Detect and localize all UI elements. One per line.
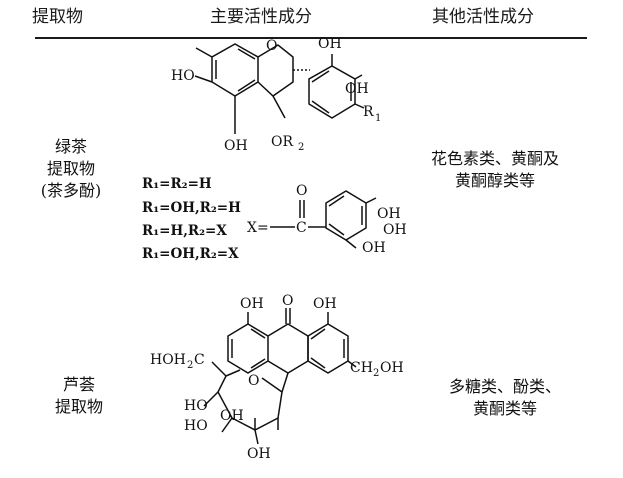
ch2oh-label: CH: [350, 360, 373, 376]
r1-label: R: [363, 104, 374, 120]
name-line: 提取物: [46, 159, 95, 178]
catechin-a-ring-double: [237, 48, 256, 60]
galloyl-oh1-bond: [365, 197, 377, 204]
or2-subscript: 2: [298, 142, 304, 153]
aloin-central-ring: [267, 323, 309, 374]
r1-subscript: 1: [375, 113, 381, 124]
aloin-left-ring: [227, 323, 269, 374]
aloin-right-ring: [307, 323, 349, 374]
oh-bottom-label: OH: [224, 138, 248, 154]
ho-a-bond: [203, 391, 219, 407]
galloyl-o-label: O: [296, 183, 307, 199]
row-aloe-name: 芦荟 提取物: [38, 374, 120, 418]
substituent-line: R₁=H,R₂=X: [142, 223, 227, 239]
substituent-line: R₁=R₂=H: [142, 176, 212, 192]
oh-bottom-bond: [254, 429, 259, 445]
oh-top-label: OH: [318, 36, 342, 52]
header-rule: [35, 37, 587, 39]
galloyl-x-label: X=: [247, 220, 269, 236]
name-line: 绿茶: [54, 137, 87, 156]
ch2oh-subscript: 2: [373, 368, 379, 379]
ho-a-label: HO: [184, 398, 208, 414]
name-line: 提取物: [54, 397, 103, 416]
oh-bottom-label: OH: [247, 446, 271, 462]
galloyl-ring-double: [328, 195, 345, 207]
substituent-line: R₁=OH,R₂=H: [142, 200, 241, 216]
oh-left-label: OH: [240, 296, 264, 312]
name-line: 芦荟: [62, 375, 95, 394]
row-green-tea-other: 花色素类、黄酮及 黄酮醇类等: [420, 148, 570, 192]
row-aloe-other: 多糖类、酚类、 黄酮类等: [430, 376, 580, 420]
galloyl-oh1-label: OH: [377, 206, 401, 222]
row-green-tea-name: 绿茶 提取物 (茶多酚): [30, 136, 112, 202]
or2-bond: [272, 95, 286, 119]
ch2oh-tail-label: OH: [380, 360, 404, 376]
hoh2c-bond: [211, 361, 227, 377]
galloyl-oh3-label: OH: [362, 240, 386, 256]
oh-mid-bond: [354, 74, 363, 80]
ho-left-label: HO: [171, 68, 195, 84]
column-header-other-ingredients: 其他活性成分: [432, 7, 534, 27]
ho-b-bond: [221, 417, 233, 433]
c10-sugar-bond: [281, 372, 289, 393]
oh-mid-label: OH: [345, 81, 369, 97]
ho-left-bond: [194, 75, 213, 83]
other-line: 黄酮类等: [472, 399, 537, 418]
r1-bond: [354, 103, 365, 109]
other-line: 多糖类、酚类、: [448, 377, 561, 396]
glucose-ring-o-label: O: [248, 373, 259, 389]
hoh2c-subscript: 2: [187, 360, 193, 371]
galloyl-ring: [325, 190, 367, 241]
hoh2c-label: HOH: [150, 352, 186, 368]
catechin-a-ring-double: [237, 79, 256, 92]
ho-b-label: HO: [184, 418, 208, 434]
galloyl-oh2-label: OH: [383, 222, 407, 238]
aloin-left-ring-double: [250, 328, 266, 339]
ho-bond: [195, 47, 213, 58]
other-line: 花色素类、黄酮及: [430, 149, 559, 168]
other-line: 黄酮醇类等: [454, 171, 535, 190]
ch2oh-bond: [347, 360, 357, 368]
hoh2c-c-label: C: [194, 352, 205, 368]
substituent-line: R₁=OH,R₂=X: [142, 246, 239, 262]
b-ring-double: [311, 70, 330, 83]
name-line: (茶多酚): [40, 181, 102, 200]
aloin-right-ring-double: [310, 328, 326, 340]
column-header-extract: 提取物: [32, 7, 83, 27]
aloin-right-ring-double: [310, 357, 326, 369]
glucose-ring-closure: [225, 369, 241, 377]
or2-label: OR: [271, 134, 293, 150]
column-header-main-ingredients: 主要活性成分: [210, 7, 312, 27]
galloyl-oh3-bond: [345, 239, 357, 249]
ring-o-label: O: [266, 38, 277, 54]
galloyl-c-label: C: [296, 220, 307, 236]
b-ring-double: [311, 100, 330, 114]
oh-right-label: OH: [313, 296, 337, 312]
galloyl-ring-double: [328, 223, 345, 236]
oh-c-label: OH: [220, 408, 244, 424]
ketone-o-label: O: [282, 293, 293, 309]
aloin-left-ring-double: [250, 358, 266, 369]
